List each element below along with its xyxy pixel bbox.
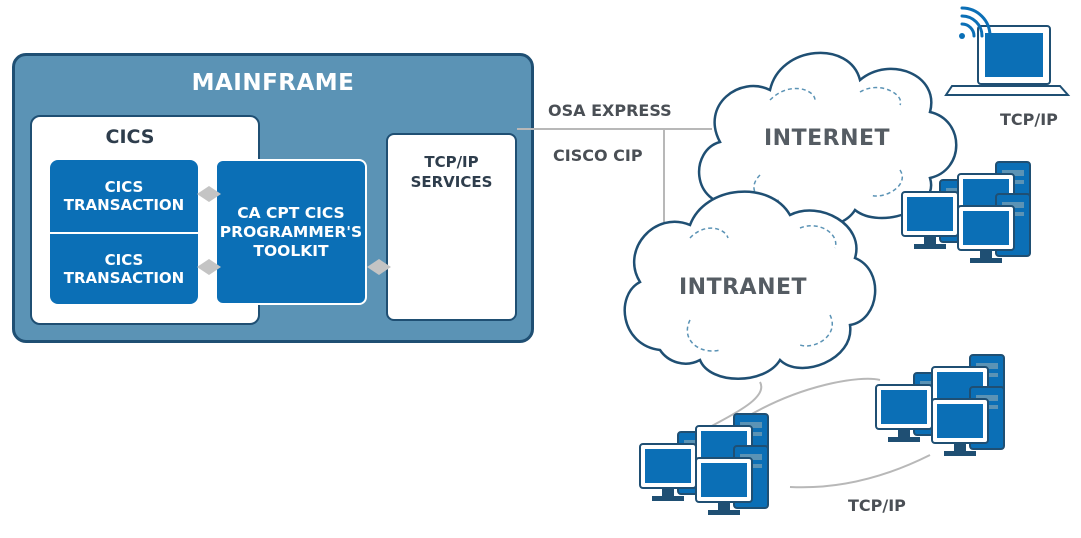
cics-title: CICS	[105, 126, 155, 148]
laptop-icon	[944, 25, 1071, 96]
tcp-ip-services-box	[386, 133, 517, 321]
wifi-icon	[959, 6, 992, 39]
cics-transaction-2: CICS TRANSACTION	[50, 234, 198, 304]
ca-cpt-toolkit-box: CA CPT CICS PROGRAMMER'S TOOLKIT	[215, 159, 367, 305]
intranet-label: INTRANET	[679, 275, 808, 300]
laptop-protocol-label: TCP/IP	[1000, 110, 1058, 129]
internet-label: INTERNET	[764, 126, 891, 151]
mainframe-title: MAINFRAME	[191, 70, 355, 96]
cisco-cip-label: CISCO CIP	[553, 146, 643, 165]
pc-cluster-lan-left	[640, 414, 768, 515]
osa-express-label: OSA EXPRESS	[548, 101, 672, 120]
connector-diamonds	[197, 186, 391, 275]
lan-protocol-label: TCP/IP	[848, 496, 906, 515]
intranet-cloud	[623, 190, 877, 380]
tcp-ip-services-label: TCP/IP SERVICES	[410, 153, 493, 191]
pc-cluster-lan-right	[876, 355, 1004, 456]
cics-transaction-1: CICS TRANSACTION	[50, 160, 198, 232]
